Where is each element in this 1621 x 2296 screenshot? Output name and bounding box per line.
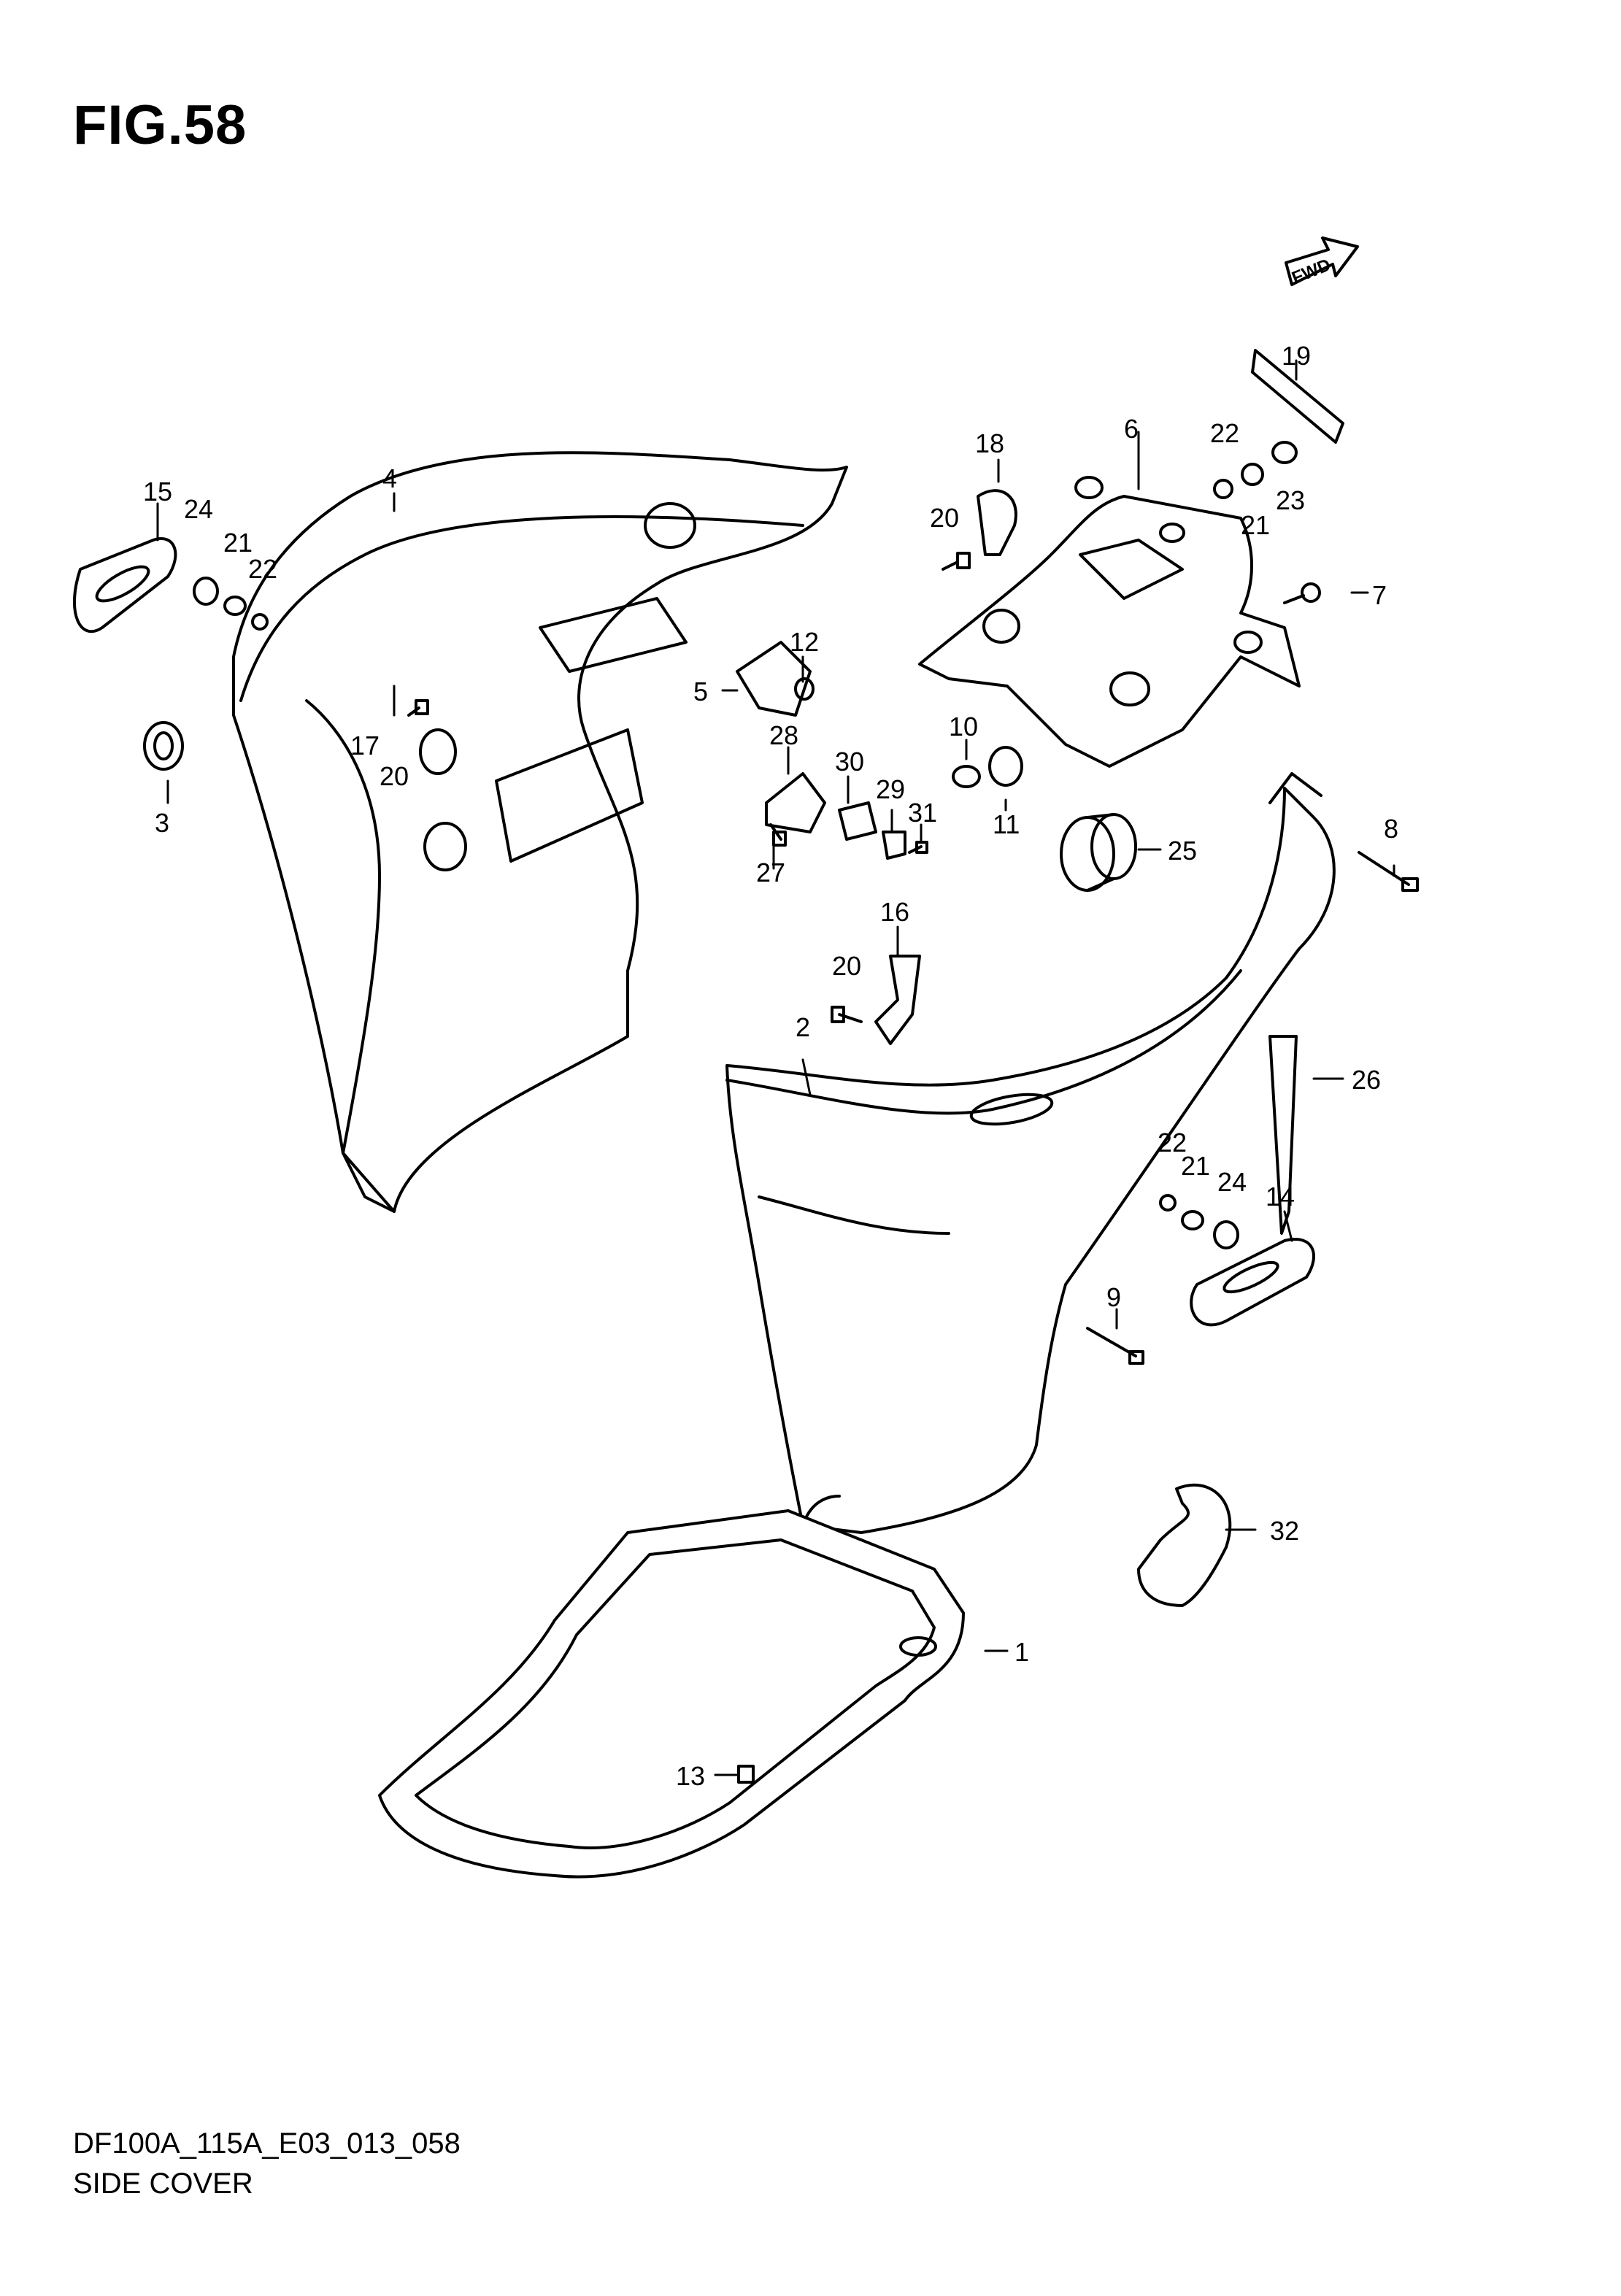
- callout-27: 27: [756, 858, 785, 887]
- callout-18: 18: [975, 428, 1004, 458]
- washer-10: [952, 765, 981, 788]
- bracket-32: [1137, 1483, 1232, 1607]
- washer-21-22-right: [1159, 1194, 1204, 1230]
- callout-25: 25: [1168, 836, 1197, 866]
- callout-23: 23: [1276, 485, 1305, 515]
- grommet-11: [988, 746, 1023, 787]
- callout-labels: 1 2 3 4 5 6 7 8 9 10 11 12 13 14 15 16 1…: [143, 341, 1398, 1791]
- callout-21c: 21: [1181, 1151, 1210, 1181]
- callout-24a: 24: [184, 494, 213, 524]
- bracket-5: [736, 641, 812, 717]
- diagram-code: DF100A_115A_E03_013_058: [73, 2127, 461, 2160]
- bolt-13: [737, 1765, 755, 1784]
- bottom-seal: [378, 1509, 965, 1879]
- callout-15: 15: [143, 477, 172, 506]
- callout-26: 26: [1352, 1065, 1381, 1095]
- bolt-27: [769, 823, 787, 847]
- callout-11: 11: [993, 809, 1020, 839]
- holder-28: [765, 772, 826, 833]
- callout-22c: 22: [1158, 1128, 1187, 1157]
- grommet-3: [143, 721, 184, 771]
- collar-24-left: [193, 577, 219, 606]
- callout-2: 2: [796, 1012, 810, 1042]
- grommet-25: [1060, 813, 1137, 892]
- bolt-20b: [407, 699, 429, 717]
- callout-7: 7: [1372, 580, 1387, 610]
- tie-26: [1268, 1035, 1298, 1235]
- callout-12: 12: [790, 627, 819, 657]
- callout-22b: 22: [1210, 418, 1239, 448]
- callout-9: 9: [1106, 1282, 1121, 1312]
- callout-28: 28: [769, 720, 798, 750]
- callout-16: 16: [880, 897, 909, 927]
- callout-31: 31: [908, 798, 937, 828]
- grip-15: [73, 537, 177, 633]
- collar-24-right: [1213, 1220, 1239, 1249]
- clip-12: [794, 677, 815, 701]
- callout-5: 5: [693, 677, 708, 706]
- figure-title: FIG.58: [73, 94, 247, 156]
- callout-32: 32: [1270, 1516, 1299, 1546]
- callout-3: 3: [155, 808, 169, 838]
- callout-20c: 20: [832, 951, 861, 981]
- top-bracket: [918, 476, 1301, 768]
- grip-14: [1190, 1238, 1315, 1327]
- callout-19: 19: [1282, 341, 1311, 371]
- callout-4: 4: [382, 463, 397, 493]
- washer-21-22-left: [223, 596, 269, 631]
- bracket-18: [977, 489, 1017, 556]
- callout-14: 14: [1266, 1182, 1295, 1211]
- left-side-cover: [232, 451, 848, 1213]
- callout-6: 6: [1124, 414, 1139, 444]
- leader-lines: [156, 359, 1395, 1776]
- bolt-7: [1283, 582, 1321, 604]
- bolt-31: [908, 841, 928, 854]
- callout-10: 10: [949, 712, 978, 741]
- bolt-20a: [942, 552, 971, 571]
- callout-29: 29: [876, 774, 905, 804]
- callout-24b: 24: [1217, 1167, 1247, 1197]
- clip-29: [882, 831, 906, 860]
- bolt-20c: [831, 1006, 863, 1023]
- right-side-cover: [725, 772, 1336, 1534]
- callout-13: 13: [676, 1761, 705, 1791]
- callout-21a: 21: [223, 528, 253, 558]
- callout-20b: 20: [380, 761, 409, 791]
- bracket-16: [874, 955, 921, 1045]
- callout-1: 1: [1014, 1637, 1029, 1667]
- collar-23: [1271, 441, 1298, 464]
- fwd-arrow-icon: FWD: [1285, 236, 1359, 288]
- callout-17: 17: [350, 731, 380, 760]
- bolt-8: [1358, 851, 1419, 892]
- callout-8: 8: [1384, 814, 1398, 844]
- bolt-9: [1086, 1327, 1144, 1365]
- callout-30: 30: [835, 747, 864, 777]
- diagram-name: SIDE COVER: [73, 2168, 253, 2200]
- plate-19: [1251, 349, 1344, 444]
- callout-22a: 22: [248, 554, 277, 584]
- holder-30: [838, 801, 877, 841]
- callout-20a: 20: [930, 503, 959, 533]
- callout-21b: 21: [1241, 510, 1270, 540]
- washer-21-22-top: [1213, 463, 1264, 499]
